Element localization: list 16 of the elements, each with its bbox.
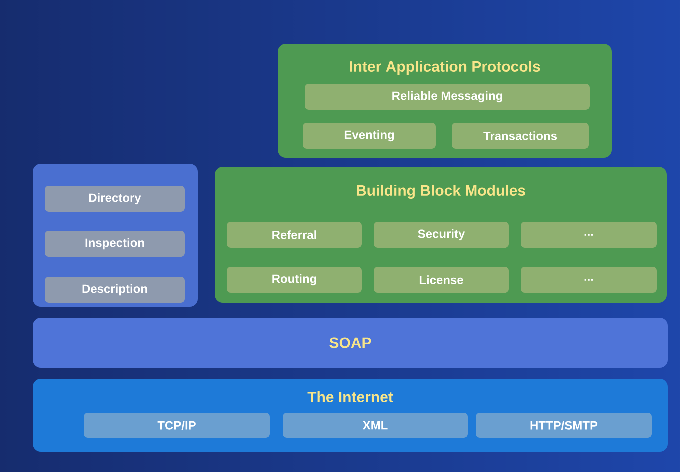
module-box: Reliable Messaging [305,84,590,110]
layer-band: SOAP [33,318,668,368]
module-box: HTTP/SMTP [476,413,652,438]
module-box: License [374,267,509,293]
module-box: Transactions [452,123,589,149]
module-box: Security [374,222,509,248]
module-box: Description [45,277,185,303]
module-box: Referral [227,222,362,248]
module-box: Routing [227,267,362,293]
module-box: Directory [45,186,185,212]
module-box: ... [521,222,657,248]
module-box: Eventing [303,123,436,149]
module-box: XML [283,413,468,438]
module-box: TCP/IP [84,413,270,438]
module-box: ... [521,267,657,293]
module-box: Inspection [45,231,185,257]
